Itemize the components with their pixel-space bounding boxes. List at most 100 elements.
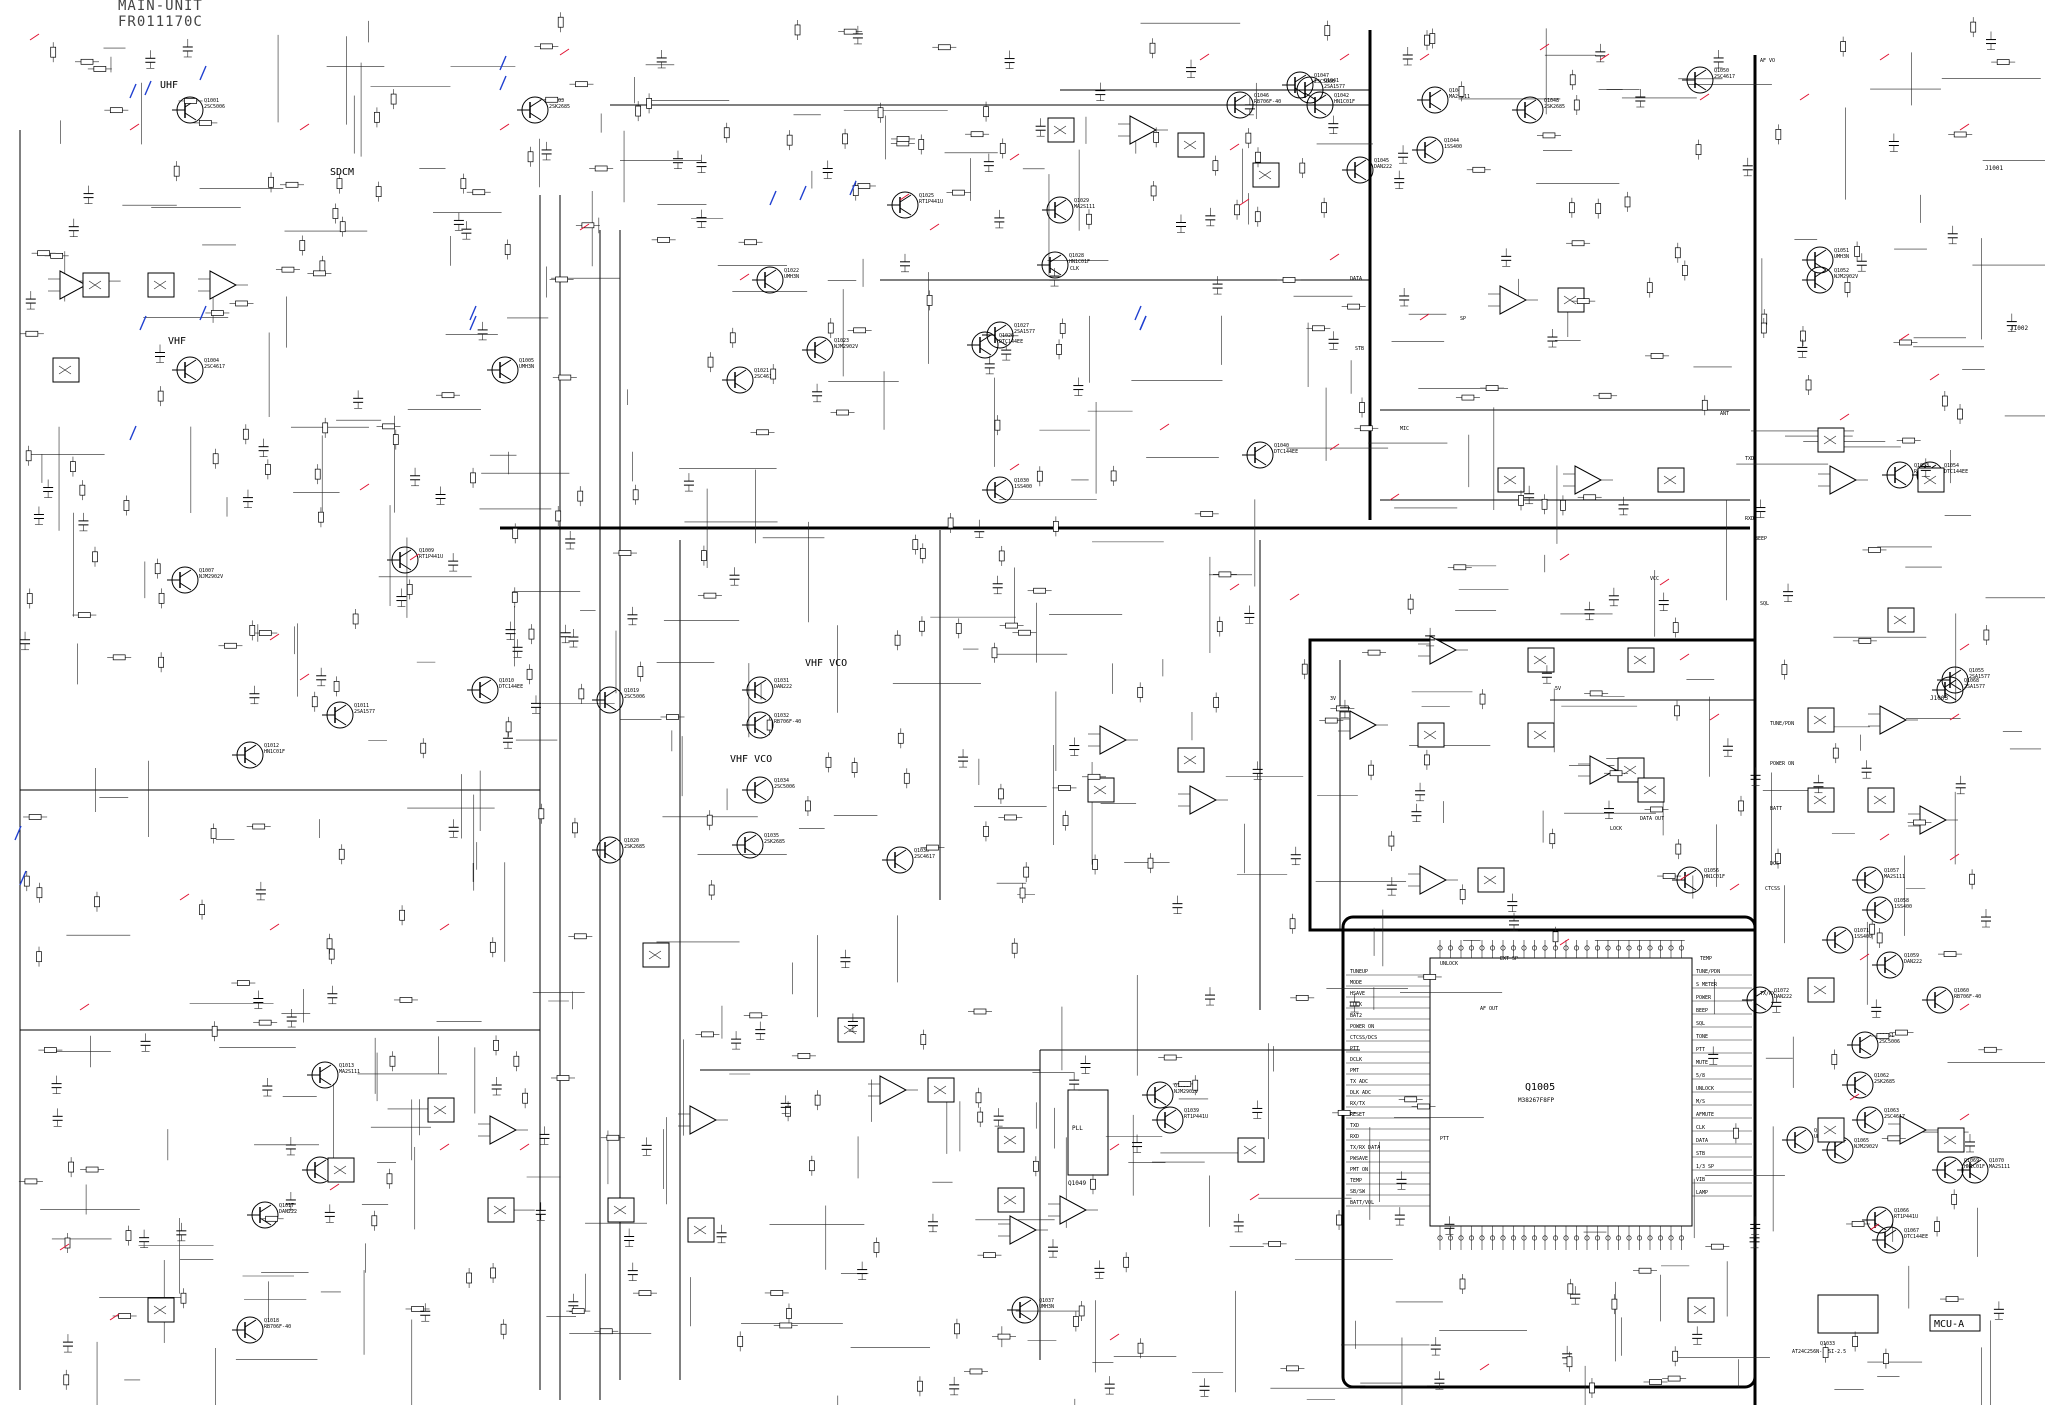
- mcu-badge: MCU-A: [1929, 1314, 1981, 1332]
- vhf-vco-top-label: VHF VCO: [805, 658, 847, 669]
- transistor-ref: Q1035: [764, 833, 779, 839]
- signal-net-label: LOCK: [1610, 826, 1622, 832]
- transistor-ref: Q1062: [1874, 1073, 1889, 1079]
- cpu-left-pin-label: PMT: [1350, 1068, 1359, 1074]
- transistor-part: 2SA1577: [1969, 674, 1990, 680]
- transistor-ref: Q1058: [1894, 898, 1909, 904]
- transistor-ref: Q1048: [1544, 98, 1559, 104]
- cpu-right-pin-label: CLK: [1696, 1125, 1705, 1131]
- transistor-ref: Q1051: [1834, 248, 1849, 254]
- transistor-part: 2SK2685: [624, 844, 645, 850]
- transistor-part: RT1P441U: [419, 554, 443, 560]
- transistor-ref: Q1068: [1964, 678, 1979, 684]
- vhf-vco-bottom-label: VHF VCO: [730, 754, 772, 765]
- transistor-part: 2SC5006: [1879, 1039, 1900, 1045]
- transistor-ref: Q1042: [1334, 93, 1349, 99]
- ic-symbols: [48, 115, 1965, 1323]
- transistor-part: NJM2902V: [1834, 274, 1858, 280]
- transistor-part: HN1C01F: [1704, 874, 1725, 880]
- transistor-part: DAN222: [774, 684, 792, 690]
- annotation-marks: [14, 33, 1970, 1371]
- transistor-part: 2SC4617: [1714, 74, 1735, 80]
- transistor-ref: Q1027: [1014, 323, 1029, 329]
- transistor-ref: Q1050: [1714, 68, 1729, 74]
- transistor-part: DAN222: [1774, 994, 1792, 1000]
- pll-ref: Q1049: [1068, 1180, 1086, 1187]
- transistor-part: 2SK2685: [549, 104, 570, 110]
- mcu-badge-text: MCU-A: [1934, 1319, 1964, 1330]
- cpu-part: M38267F8FP: [1518, 1097, 1555, 1104]
- signal-net-label: DATA OUT: [1640, 816, 1664, 822]
- bus-lines: [19, 30, 1757, 1405]
- transistor-ref: Q1019: [624, 688, 639, 694]
- transistor-ref: Q1069: [1964, 1158, 1979, 1164]
- transistor-ref: Q1007: [199, 568, 214, 574]
- transistor-part: 1SS400: [1894, 904, 1912, 910]
- transistor-part: UMH3N: [1039, 1304, 1054, 1310]
- transistor-ref: Q1055: [1969, 668, 1984, 674]
- transistor-ref: Q1037: [1039, 1298, 1054, 1304]
- cpu-right-pin-label: UNLOCK: [1696, 1086, 1714, 1092]
- cpu-right-pin-label: M/S: [1696, 1099, 1705, 1105]
- cpu-left-pin-label: SB/SW: [1350, 1189, 1366, 1195]
- cpu-left-pin-label: MODE: [1350, 980, 1362, 986]
- signal-net-label: STB: [1355, 346, 1364, 352]
- transistor-ref: Q1011: [354, 703, 369, 709]
- transistor-ref: Q1030: [1014, 478, 1029, 484]
- pll-part: PLL: [1072, 1125, 1083, 1132]
- transistor-ref: Q1025: [919, 193, 934, 199]
- transistor-ref: Q1040: [1274, 443, 1289, 449]
- transistor-part: RB706F-40: [774, 719, 801, 725]
- cpu-left-pin-label: RESET: [1350, 1112, 1365, 1118]
- cpu-left-pin-label: LOCK: [1350, 1002, 1362, 1008]
- connector-j1003: J1003: [1930, 695, 1948, 702]
- transistor-part: HN1C01F: [1964, 1164, 1985, 1170]
- transistor-ref: Q1065: [1854, 1138, 1869, 1144]
- transistor-part: 2SA1577: [354, 709, 375, 715]
- transistor-ref: Q1046: [1254, 93, 1269, 99]
- transistor-part: 1SS400: [1854, 934, 1872, 940]
- transistor-ref: Q1010: [499, 678, 514, 684]
- transistor-ref: Q1013: [339, 1063, 354, 1069]
- cpu-right-pin-label: TONE: [1696, 1034, 1708, 1040]
- connector-j1002: J1002: [2010, 325, 2028, 332]
- transistor-part: DAN222: [1904, 959, 1922, 965]
- transistor-part: DTC144EE: [499, 684, 523, 690]
- signal-net-label: AF OUT: [1480, 1006, 1498, 1012]
- signal-net-label: PTT: [1440, 1136, 1449, 1142]
- cpu-left-pin-label: DCLK: [1350, 1057, 1362, 1063]
- transistor-part: 2SC5006: [624, 694, 645, 700]
- transistor-ref: Q1054: [1944, 463, 1959, 469]
- cpu-left-pin-label: CTCSS/DCS: [1350, 1035, 1377, 1041]
- signal-net-label: CTCSS: [1765, 886, 1780, 892]
- cpu-left-pin-label: RXD: [1350, 1134, 1359, 1140]
- transistor-part: HN1C01F: [264, 749, 285, 755]
- transistor-part: NJM2902V: [1174, 1089, 1198, 1095]
- transistor-ref: Q1071: [1854, 928, 1869, 934]
- transistor-ref: Q1029: [1074, 198, 1089, 204]
- cpu-right-pin-label: LAMP: [1696, 1190, 1708, 1196]
- transistor-part: RB706F-40: [1254, 99, 1281, 105]
- eeprom-ref: Q1033: [1820, 1341, 1835, 1347]
- cpu-right-pin-label: VIB: [1696, 1177, 1705, 1183]
- cpu-right-pin-label: DATA: [1696, 1138, 1708, 1144]
- transistor-ref: Q1060: [1954, 988, 1969, 994]
- signal-net-label: AF VO: [1760, 58, 1775, 64]
- transistor-part: NJM2902V: [199, 574, 223, 580]
- signal-net-label: POWER ON: [1770, 761, 1794, 767]
- transistor-ref: Q1044: [1444, 138, 1459, 144]
- cpu-right-pin-label: STB: [1696, 1151, 1705, 1157]
- transistor-ref: Q1034: [774, 778, 789, 784]
- transistor-ref: Q1057: [1884, 868, 1899, 874]
- transistor-part: HN1C01F: [1334, 99, 1355, 105]
- signal-net-label: TXD: [1745, 456, 1754, 462]
- transistor-part: DTC144EE: [1274, 449, 1298, 455]
- transistor-ref: Q1041: [1324, 78, 1339, 84]
- transistor-ref: Q1043: [1449, 88, 1464, 94]
- transistor-ref: Q1063: [1884, 1108, 1899, 1114]
- transistor-ref: Q1036: [914, 848, 929, 854]
- title-line-2: FR011170C: [118, 14, 203, 30]
- transistor-part: RT1P441U: [1894, 1214, 1918, 1220]
- transistor-part: UMH3N: [784, 274, 799, 280]
